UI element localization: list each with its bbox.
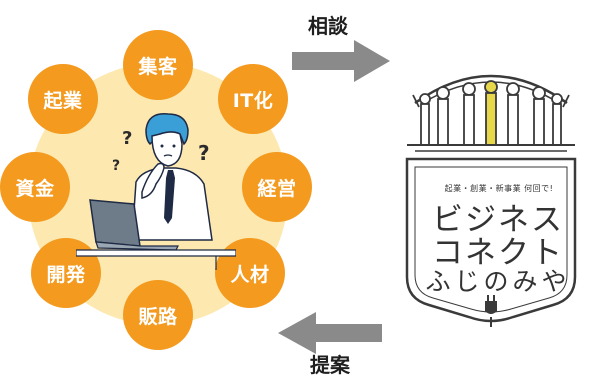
topic-bubble-hanro: 販路 — [123, 280, 193, 350]
temple-building-icon — [419, 82, 563, 146]
right-arrow-icon — [292, 40, 390, 82]
question-mark: ? — [112, 158, 120, 174]
topic-bubble-keiei: 経営 — [242, 152, 312, 222]
business-connect-logo — [405, 74, 577, 327]
consult-label: 相談 — [308, 14, 348, 38]
logo-line-business: ビジネス — [432, 202, 564, 238]
worried-businessman-icon: ? ? ? — [76, 113, 236, 270]
topic-bubble-shukaku: 集客 — [123, 30, 193, 100]
topic-bubble-kigyo: 起業 — [28, 64, 98, 134]
question-mark: ? — [122, 128, 132, 149]
left-arrow-icon — [278, 312, 382, 354]
logo-line-fujinomiya: ふじのみや — [425, 267, 571, 296]
laptop-icon — [89, 199, 141, 247]
proposal-label: 提案 — [310, 353, 350, 377]
logo-line-connect: コネクト — [432, 235, 564, 271]
question-mark: ? — [198, 141, 210, 165]
logo-caption: 起業・創業・新事業 何回で! — [444, 184, 554, 193]
topic-bubble-it: IT化 — [218, 64, 288, 134]
topic-bubble-shikin: 資金 — [0, 152, 70, 222]
